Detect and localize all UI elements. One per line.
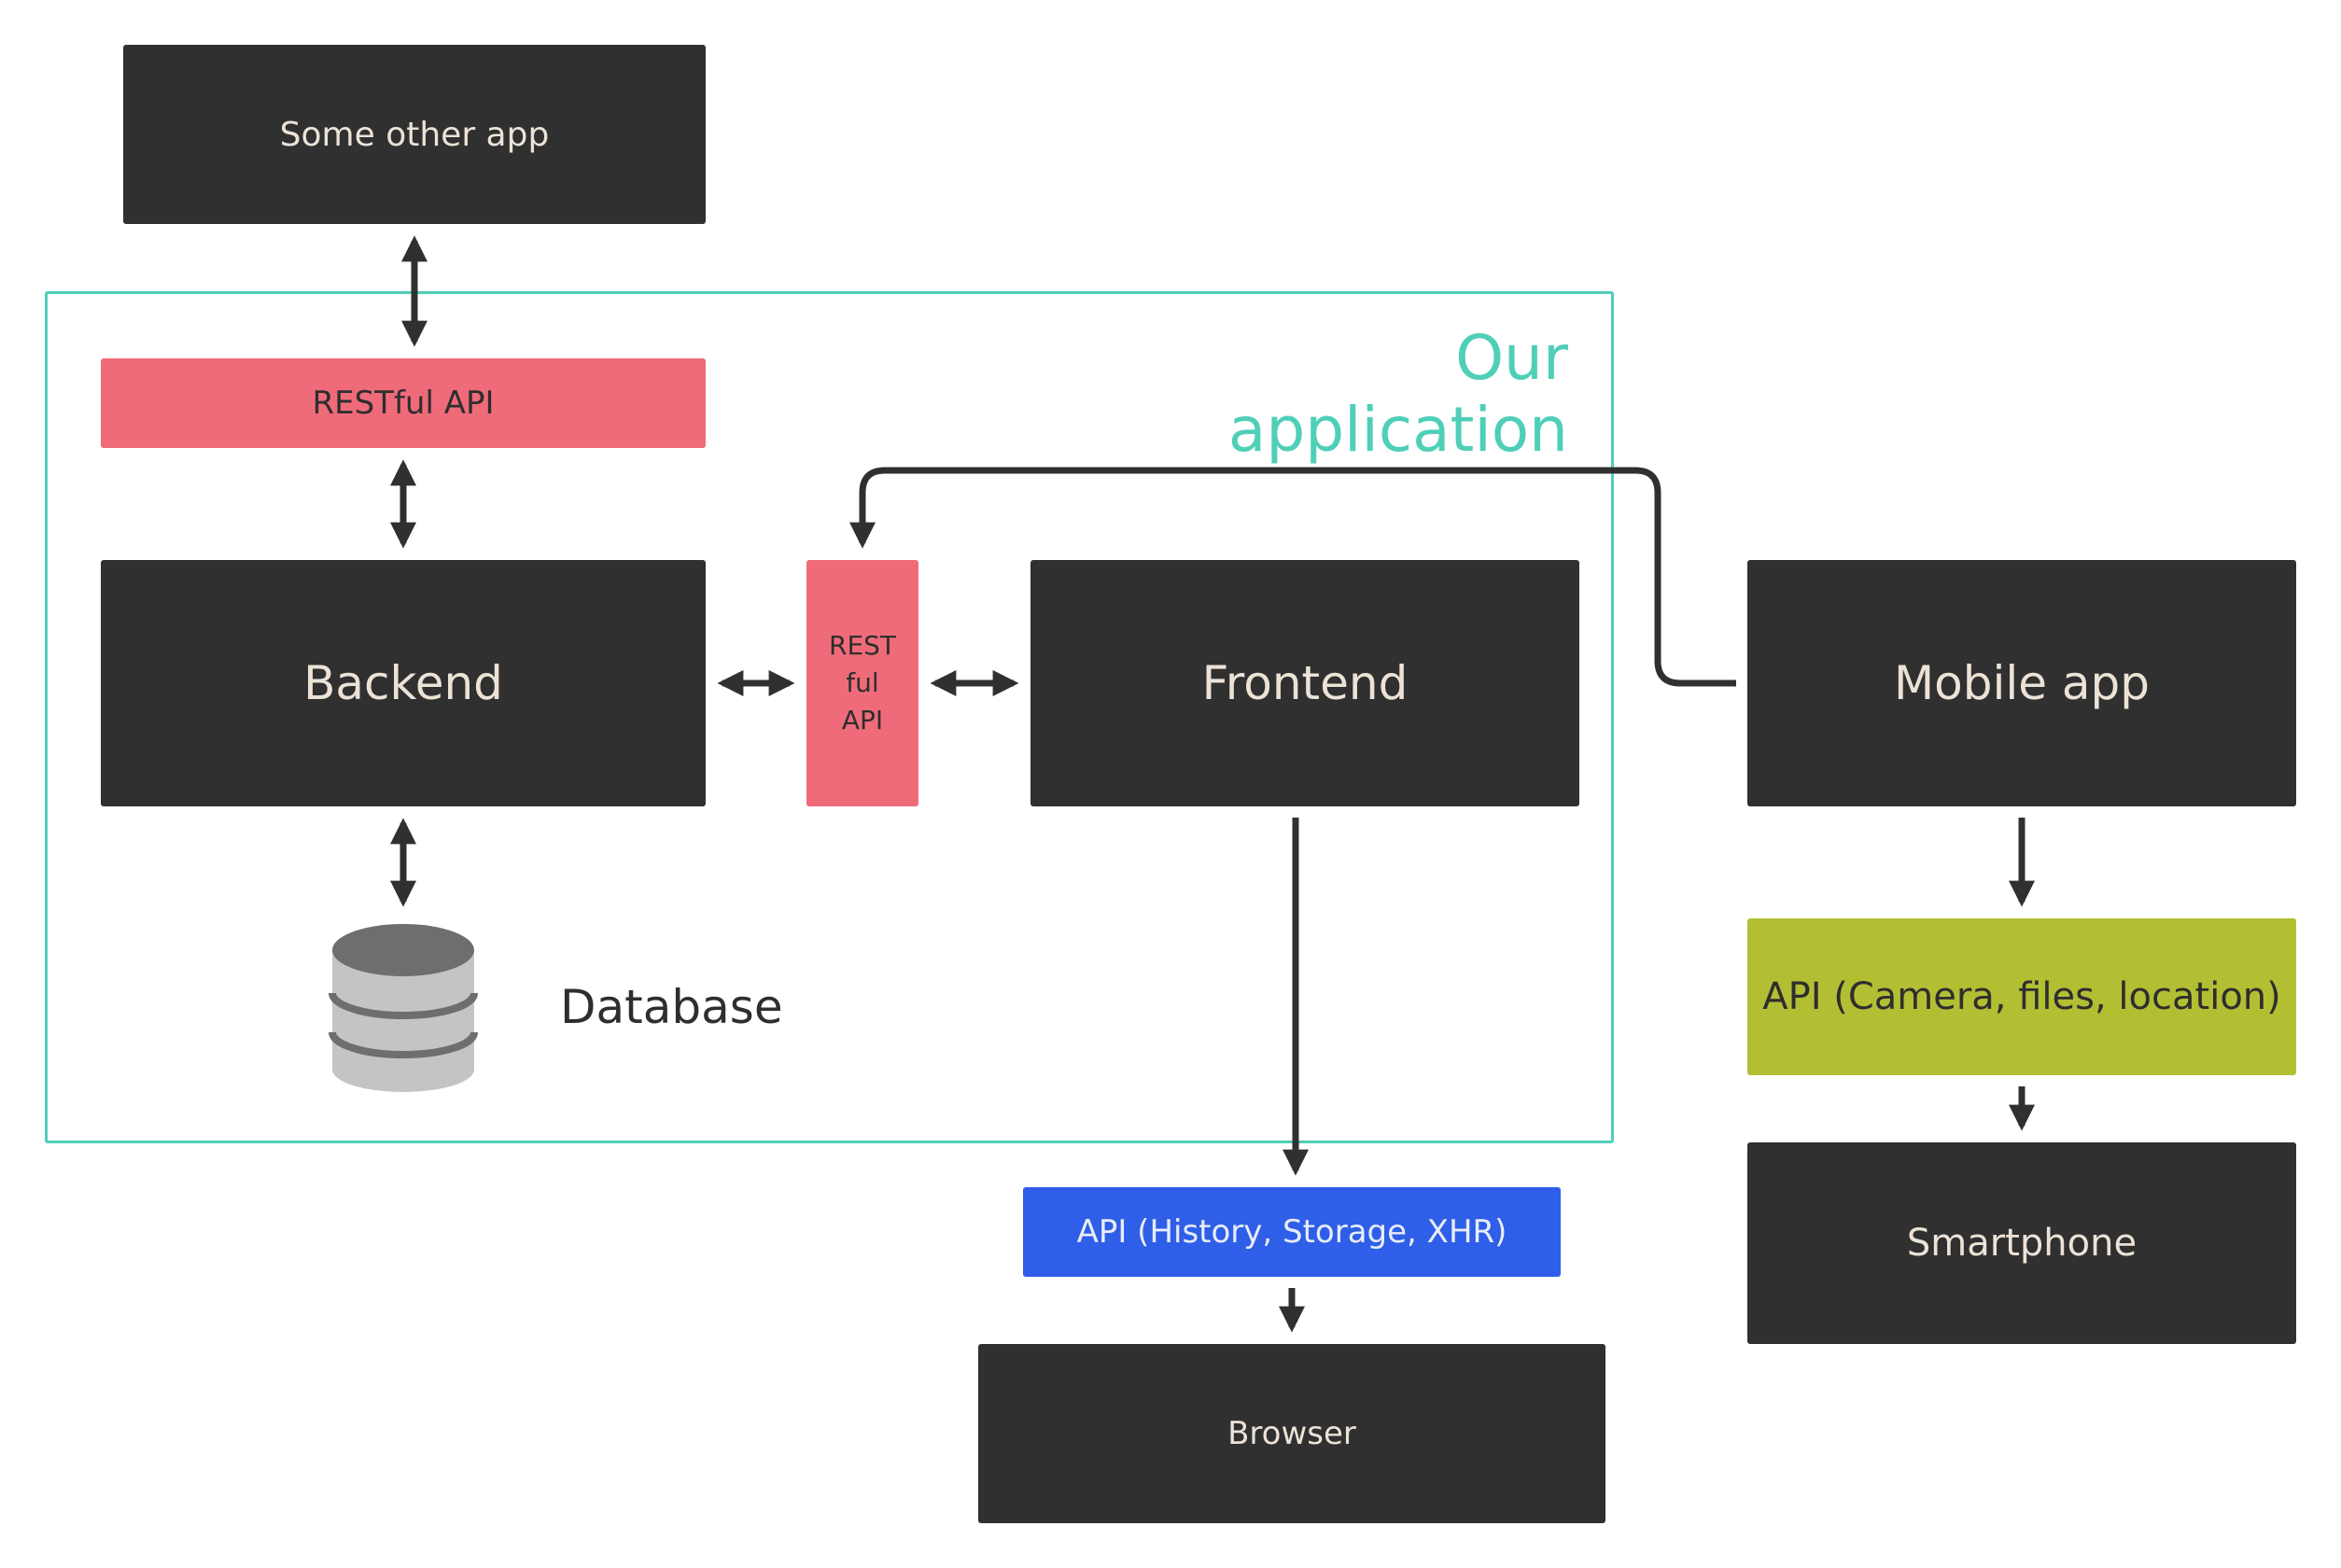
browser-api-box: API (History, Storage, XHR) bbox=[1023, 1187, 1561, 1277]
backend-label: Backend bbox=[303, 656, 503, 710]
mobile-api-box: API (Camera, files, location) bbox=[1747, 918, 2296, 1075]
smartphone-box: Smartphone bbox=[1747, 1142, 2296, 1344]
backend-box: Backend bbox=[101, 560, 706, 806]
other-app-box: Some other app bbox=[123, 45, 706, 224]
restful-api-middle-box: REST ful API bbox=[806, 560, 918, 806]
browser-box: Browser bbox=[978, 1344, 1605, 1523]
database-label: Database bbox=[560, 980, 783, 1034]
smartphone-label: Smartphone bbox=[1906, 1222, 2138, 1265]
restful-api-top-label: RESTful API bbox=[312, 385, 495, 422]
frontend-box: Frontend bbox=[1030, 560, 1579, 806]
restful-api-middle-line-3: API bbox=[841, 705, 884, 735]
browser-api-label: API (History, Storage, XHR) bbox=[1076, 1213, 1507, 1251]
browser-label: Browser bbox=[1227, 1415, 1356, 1452]
mobile-api-label: API (Camera, files, location) bbox=[1762, 975, 2281, 1018]
restful-api-top-box: RESTful API bbox=[101, 358, 706, 448]
arrow-mobile-app-middle-api bbox=[849, 467, 1736, 687]
our-application-frame bbox=[45, 291, 1614, 1143]
restful-api-middle-line-1: REST bbox=[828, 630, 897, 661]
mobile-app-box: Mobile app bbox=[1747, 560, 2296, 806]
frame-title: Our application bbox=[1227, 322, 1568, 466]
restful-api-middle-line-2: ful bbox=[846, 667, 879, 698]
database-icon bbox=[329, 924, 478, 1092]
mobile-app-label: Mobile app bbox=[1893, 656, 2151, 710]
frontend-label: Frontend bbox=[1201, 656, 1409, 710]
other-app-label: Some other app bbox=[279, 115, 550, 154]
